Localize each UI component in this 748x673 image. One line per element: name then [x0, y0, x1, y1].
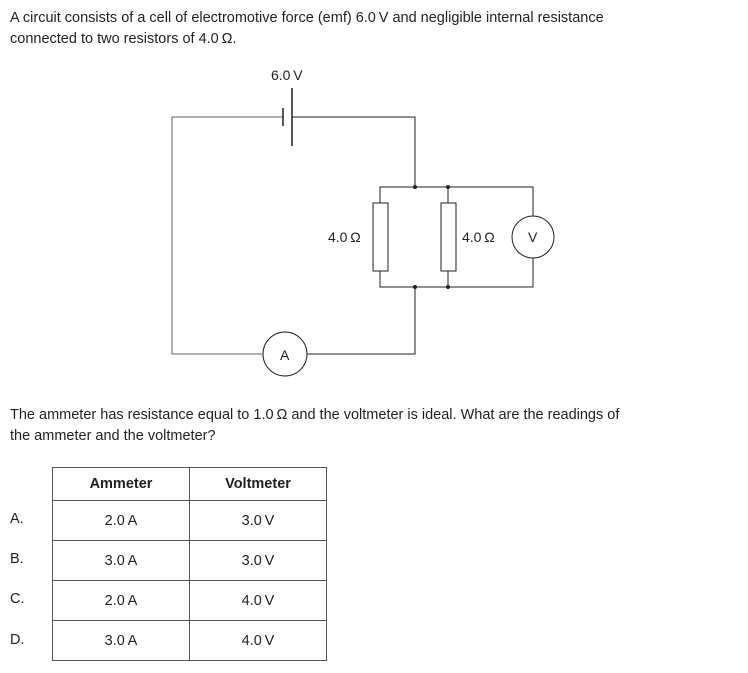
option-b[interactable]: B.	[10, 551, 24, 567]
resistor-2	[440, 202, 457, 272]
voltmeter-reading: 4.0 V	[189, 620, 327, 661]
wire-left	[171, 116, 283, 355]
option-a[interactable]: A.	[10, 511, 24, 527]
ammeter-symbol: A	[280, 347, 290, 363]
resistor-2-label: 4.0 Ω	[462, 229, 495, 245]
header-ammeter: Ammeter	[52, 467, 190, 501]
question-prompt-line-2: the ammeter and the voltmeter?	[10, 428, 216, 444]
ammeter-reading: 3.0 A	[52, 620, 190, 661]
ammeter	[262, 331, 308, 377]
voltmeter-reading: 4.0 V	[189, 580, 327, 621]
voltmeter-reading: 3.0 V	[189, 540, 327, 581]
wire-right	[292, 116, 416, 187]
voltmeter-symbol: V	[528, 229, 538, 245]
question-intro-line-2: connected to two resistors of 4.0 Ω.	[10, 31, 237, 47]
junction-dots	[413, 185, 450, 289]
question-intro-line-1: A circuit consists of a cell of electrom…	[10, 10, 604, 26]
emf-label: 6.0 V	[271, 67, 303, 83]
voltmeter-reading: 3.0 V	[189, 500, 327, 541]
question-prompt-line-1: The ammeter has resistance equal to 1.0 …	[10, 407, 620, 423]
resistor-1	[372, 202, 389, 272]
ammeter-reading: 2.0 A	[52, 500, 190, 541]
circuit-diagram: 6.0 V 4.0 Ω 4.0 Ω V A	[171, 67, 555, 377]
ammeter-reading: 3.0 A	[52, 540, 190, 581]
ammeter-reading: 2.0 A	[52, 580, 190, 621]
voltmeter	[511, 215, 555, 259]
resistor-1-label: 4.0 Ω	[328, 229, 361, 245]
option-c[interactable]: C.	[10, 591, 25, 607]
header-voltmeter: Voltmeter	[189, 467, 327, 501]
option-d[interactable]: D.	[10, 632, 25, 648]
